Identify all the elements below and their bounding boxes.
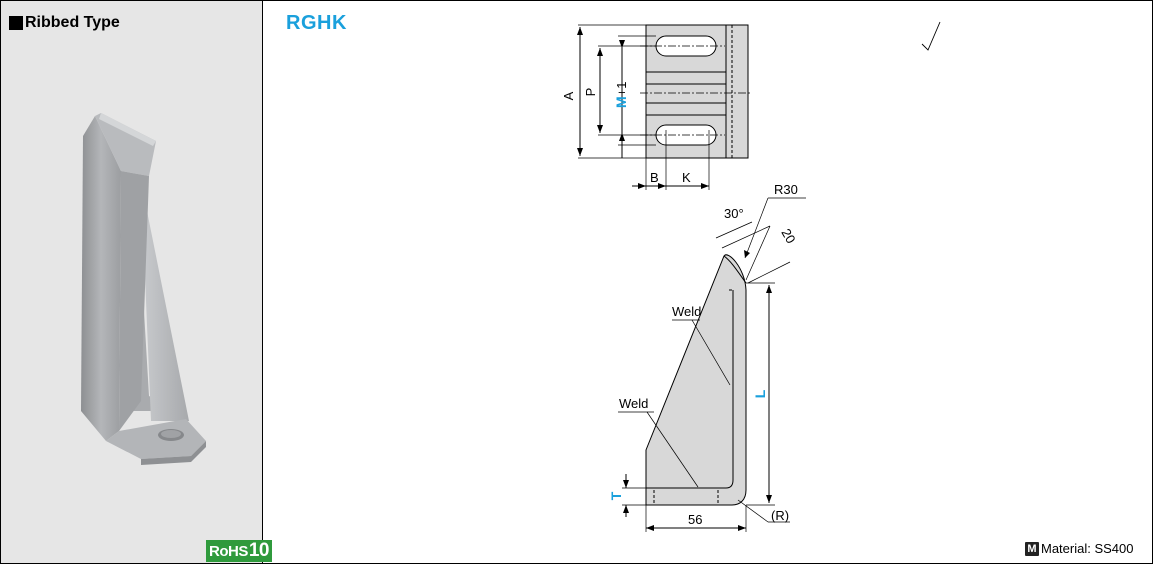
dim-M: M+1 bbox=[613, 82, 629, 109]
dim-K: K bbox=[682, 170, 691, 185]
material-label: M Material: SS400 bbox=[1025, 541, 1134, 556]
dim-angle: 30° bbox=[724, 206, 744, 221]
dim-R: (R) bbox=[771, 508, 789, 523]
material-text: Material: SS400 bbox=[1041, 541, 1134, 556]
weld-label-lower: Weld bbox=[619, 396, 648, 411]
type-title: Ribbed Type bbox=[9, 14, 120, 32]
dim-A: A bbox=[561, 91, 576, 100]
dim-P: P bbox=[583, 88, 598, 97]
bracket-photo bbox=[81, 113, 206, 465]
type-title-text: Ribbed Type bbox=[25, 14, 120, 31]
weld-label-upper: Weld bbox=[672, 304, 701, 319]
dim-L: L bbox=[752, 389, 768, 398]
title-square-icon bbox=[9, 16, 23, 30]
material-icon: M bbox=[1025, 541, 1039, 556]
product-code: RGHK bbox=[286, 12, 347, 34]
rohs-prefix: RoHS bbox=[209, 543, 248, 560]
dim-20: 20 bbox=[778, 226, 798, 246]
rohs-number: 10 bbox=[248, 540, 270, 561]
dim-B: B bbox=[650, 170, 659, 185]
dim-R30: R30 bbox=[774, 182, 798, 197]
dim-56: 56 bbox=[688, 512, 702, 527]
side-view-body bbox=[645, 254, 747, 506]
dim-T: T bbox=[608, 491, 624, 500]
